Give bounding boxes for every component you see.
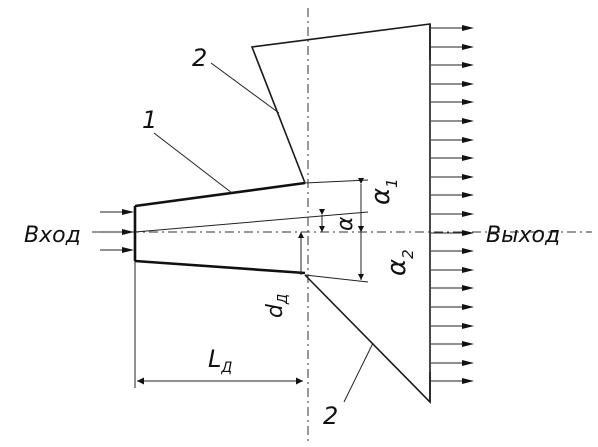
outlet-arrow-head [462,267,474,273]
outlet-arrow-head [462,285,474,291]
outlet-arrow-head [462,81,474,87]
alpha2-ray [304,274,369,283]
alpha1-symbol: α [366,188,396,205]
svg-text:α: α [333,216,358,231]
outlet-arrow-head [462,378,474,384]
leader-2-bottom [343,342,374,403]
inlet-arrow-head [122,209,134,215]
outlet-arrow-head [462,230,474,236]
length-symbol: L [208,345,221,373]
svg-text:α1: α1 [366,178,401,205]
length-dimension [134,261,303,388]
length-label: LД [208,345,232,376]
outlet-label: Выход [486,223,560,248]
angle-construction [134,178,369,283]
outlet-arrow-head [462,25,474,31]
outlet-arrow-head [462,44,474,50]
svg-text:dД: dД [263,294,291,318]
alpha1-label: α1 [366,178,401,205]
alpha1-ray [304,179,369,184]
leader-lines [153,62,374,403]
outlet-arrow-head [462,62,474,68]
outlet-arrow-head [462,192,474,198]
outer-upper-wall [250,23,431,184]
outlet-arrow-head [462,211,474,217]
outlet-arrow-head [462,137,474,143]
svg-text:α2: α2 [382,249,417,276]
alpha2-subscript: 2 [399,249,417,259]
alpha-ray [134,211,369,233]
diameter-symbol: d [263,303,288,318]
outlet-arrow-head [462,304,474,310]
outlet-arrow-head [462,248,474,254]
alpha-label: α [333,216,358,231]
diffuser-number-label: 1 [142,106,157,134]
diffuser-upper-wall [134,181,306,208]
diameter-subscript: Д [276,294,291,305]
inlet-arrow-head [122,229,134,235]
length-subscript: Д [220,360,232,376]
outer-lower-wall [304,274,431,404]
diffuser-lower-wall [134,259,306,275]
outlet-arrow-head [462,323,474,329]
wall-number-bottom-label: 2 [323,402,338,430]
outlet-arrow-head [462,155,474,161]
outlet-arrow-head [462,99,474,105]
alpha1-subscript: 1 [383,178,401,188]
outlet-arrow-head [462,341,474,347]
inlet-arrow-head [122,247,134,253]
diffuser-walls [133,181,306,275]
outlet-arrow-head [462,118,474,124]
outlet-arrow-head [462,360,474,366]
leader-1 [153,132,233,194]
alpha2-symbol: α [382,259,412,276]
inlet-arrows [100,209,134,253]
leader-2-top [210,62,280,114]
wall-number-top-label: 2 [192,44,207,72]
alpha2-label: α2 [382,249,417,276]
inlet-label: Вход [24,223,81,248]
outlet-arrows [431,25,474,384]
outer-walls [250,23,431,404]
diameter-label: dД [263,294,291,318]
outlet-arrow-head [462,174,474,180]
